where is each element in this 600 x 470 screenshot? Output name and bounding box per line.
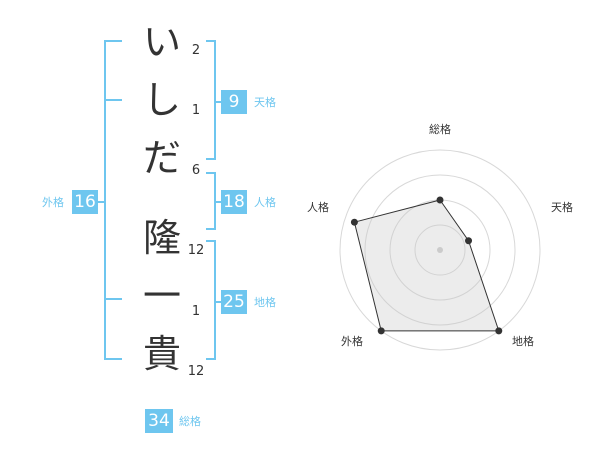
radar-point bbox=[465, 237, 473, 245]
chikaku-bracket bbox=[206, 240, 216, 242]
jinkaku-connector bbox=[214, 201, 222, 203]
jinkaku-bracket bbox=[206, 228, 216, 230]
gaikaku-bracket-tick bbox=[104, 298, 122, 300]
tenkaku-bracket bbox=[214, 40, 216, 160]
tenkaku-label: 天格 bbox=[254, 96, 276, 109]
radar-axis-label: 人格 bbox=[307, 201, 329, 214]
radar-point bbox=[495, 327, 503, 335]
gaikaku-label: 外格 bbox=[42, 196, 64, 209]
radar-axis-label: 総格 bbox=[429, 123, 451, 136]
radar-ring bbox=[339, 149, 541, 351]
tenkaku-badge: 9 bbox=[221, 90, 247, 114]
gaikaku-bracket-tick bbox=[104, 99, 122, 101]
chikaku-bracket bbox=[214, 240, 216, 360]
radar-axis-label: 地格 bbox=[512, 335, 534, 348]
name-char: し bbox=[142, 78, 181, 122]
chikaku-label: 地格 bbox=[254, 296, 276, 309]
gaikaku-bracket-tick bbox=[104, 40, 122, 42]
gaikaku-badge: 16 bbox=[72, 190, 98, 214]
tenkaku-bracket bbox=[206, 158, 216, 160]
stroke-count: 6 bbox=[191, 163, 201, 178]
gaikaku-bracket-vertical bbox=[104, 40, 106, 360]
name-char: い bbox=[142, 20, 181, 64]
radar-ring bbox=[414, 224, 466, 276]
radar-axis-label: 外格 bbox=[341, 335, 363, 348]
name-char: 一 bbox=[142, 274, 181, 318]
radar-ring bbox=[364, 174, 516, 326]
radar-point bbox=[350, 218, 358, 226]
name-char: だ bbox=[142, 136, 181, 180]
tenkaku-connector bbox=[214, 101, 222, 103]
radar-point bbox=[436, 196, 444, 204]
name-char: 隆 bbox=[142, 216, 181, 260]
soukaku-badge: 34 bbox=[145, 409, 173, 433]
radar-axis-label: 天格 bbox=[551, 201, 573, 214]
stroke-count: 2 bbox=[191, 43, 201, 58]
stroke-count: 1 bbox=[191, 304, 201, 319]
radar-center bbox=[437, 247, 443, 253]
gaikaku-bracket-tick bbox=[104, 358, 122, 360]
stroke-count: 12 bbox=[187, 243, 205, 258]
chikaku-badge: 25 bbox=[221, 290, 247, 314]
radar-point bbox=[377, 327, 385, 335]
name-char: 貴 bbox=[142, 332, 181, 376]
stroke-count: 12 bbox=[187, 364, 205, 379]
chikaku-connector bbox=[214, 301, 222, 303]
soukaku-label: 総格 bbox=[179, 415, 201, 428]
gaikaku-connector bbox=[98, 201, 106, 203]
tenkaku-bracket bbox=[206, 40, 216, 42]
jinkaku-badge: 18 bbox=[221, 190, 247, 214]
jinkaku-label: 人格 bbox=[254, 196, 276, 209]
chikaku-bracket bbox=[206, 358, 216, 360]
radar-series-area bbox=[353, 199, 500, 332]
stroke-count: 1 bbox=[191, 103, 201, 118]
jinkaku-bracket bbox=[206, 172, 216, 174]
